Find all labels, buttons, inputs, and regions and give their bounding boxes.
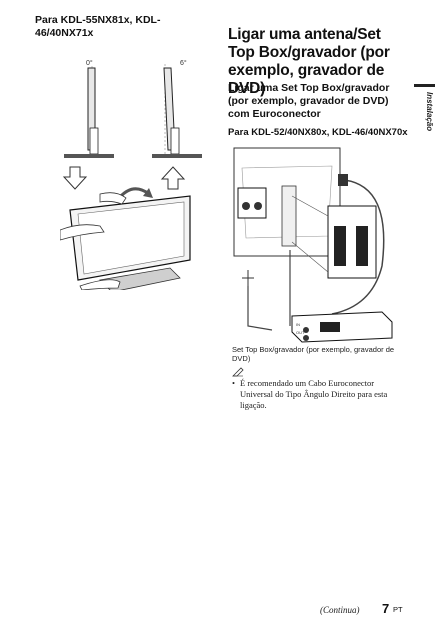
page-number: 7	[382, 601, 390, 616]
tv-tilt-angle-illustration	[64, 64, 202, 158]
angle-label-six: 6°	[180, 60, 187, 67]
section-heading-models-right: Para KDL-52/40NX80x, KDL-46/40NX70x	[228, 127, 408, 138]
tv-adjust-illustration	[60, 192, 191, 290]
diagram-label-in: IN	[296, 322, 300, 327]
note-bullet: •	[232, 378, 235, 388]
angle-label-zero: 0°	[86, 60, 93, 67]
continued-label: (Continua)	[320, 605, 360, 615]
note-text: É recomendado um Cabo Euroconector Unive…	[240, 378, 388, 410]
note-pencil-icon	[232, 367, 244, 377]
side-tab-label: Instalação	[425, 92, 434, 132]
note-item: • É recomendado um Cabo Euroconector Uni…	[232, 378, 407, 411]
section-subheading: Ligar uma Set Top Box/gravador (por exem…	[228, 82, 390, 120]
page-language: PT	[393, 605, 403, 614]
page-title: Ligar uma antena/Set Top Box/gravador (p…	[228, 26, 390, 97]
diagram-label-out: OUT	[296, 330, 305, 335]
side-tab-bar	[414, 84, 435, 87]
section-heading-models-left: Para KDL-55NX81x, KDL-46/40NX71x	[35, 14, 161, 39]
diagram-caption: Set Top Box/gravador (por exemplo, grava…	[232, 345, 395, 363]
scart-connection-diagram	[233, 147, 393, 343]
arrow-up-icon	[160, 166, 186, 190]
arrow-down-icon	[62, 166, 88, 190]
